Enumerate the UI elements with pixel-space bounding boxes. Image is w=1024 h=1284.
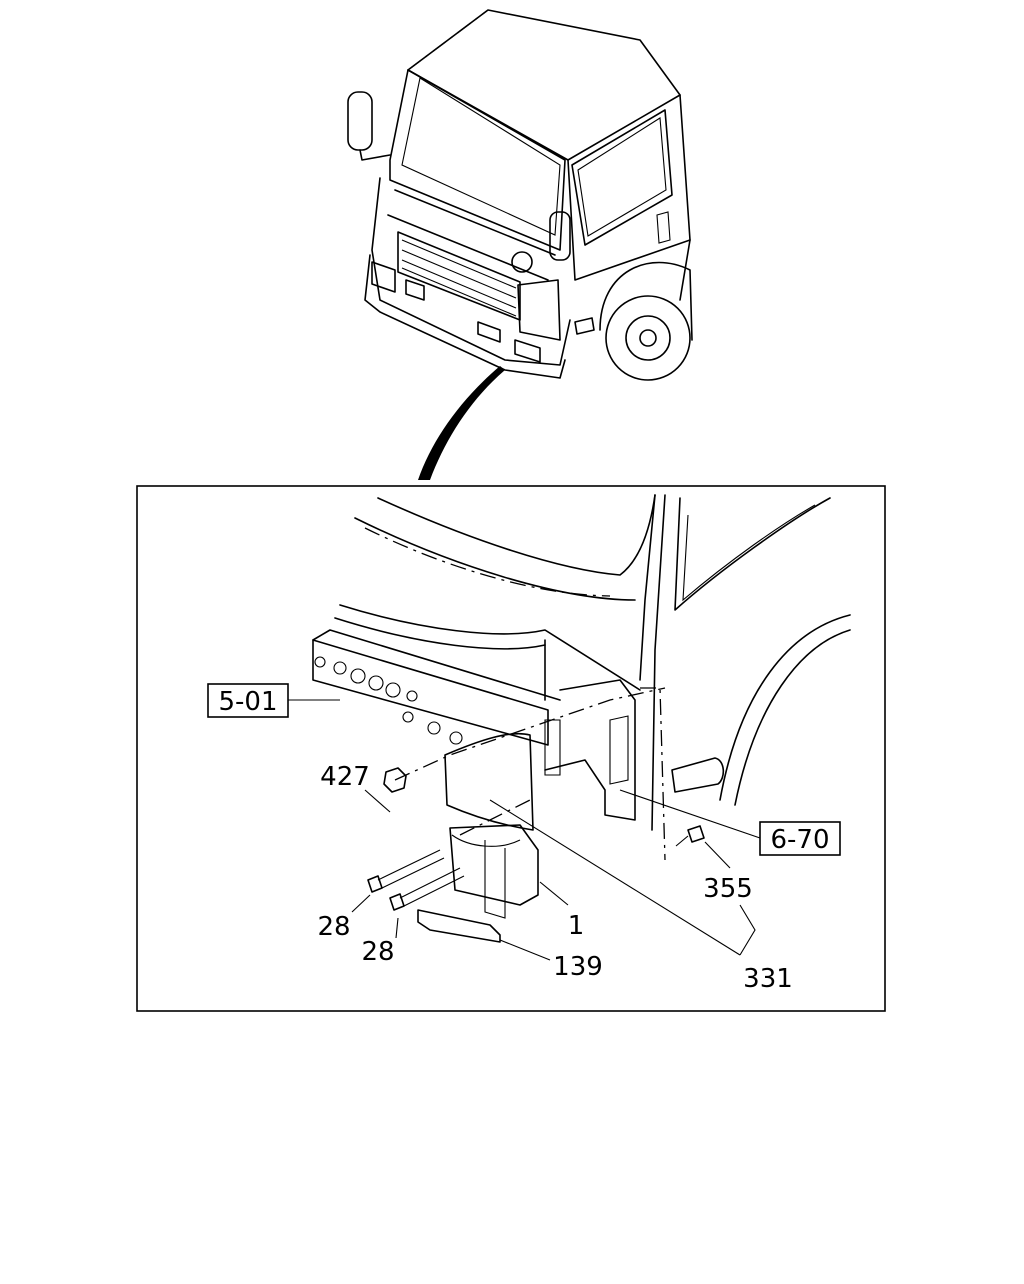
detail-pointer (418, 366, 505, 480)
part-139-label: 139 (553, 952, 603, 982)
bolt-icon (367, 849, 465, 911)
ref-6-70: 6-70 (770, 825, 829, 855)
callout-leaders (288, 699, 761, 961)
part-1-label: 1 (568, 911, 585, 941)
truck-overview (347, 9, 693, 381)
detail-cab-corner (312, 494, 851, 943)
part-427-label: 427 (320, 762, 370, 792)
ref-box-5-01 (207, 683, 289, 718)
part-28-label: 28 (361, 937, 394, 967)
screw-icon (687, 825, 705, 843)
part-355-label: 355 (703, 874, 753, 904)
part-331-label: 331 (743, 964, 793, 994)
detail-frame (136, 485, 886, 1012)
ref-5-01: 5-01 (218, 687, 277, 717)
ref-box-6-70 (759, 821, 841, 856)
part-28-label: 28 (317, 912, 350, 942)
nut-icon (383, 767, 407, 793)
